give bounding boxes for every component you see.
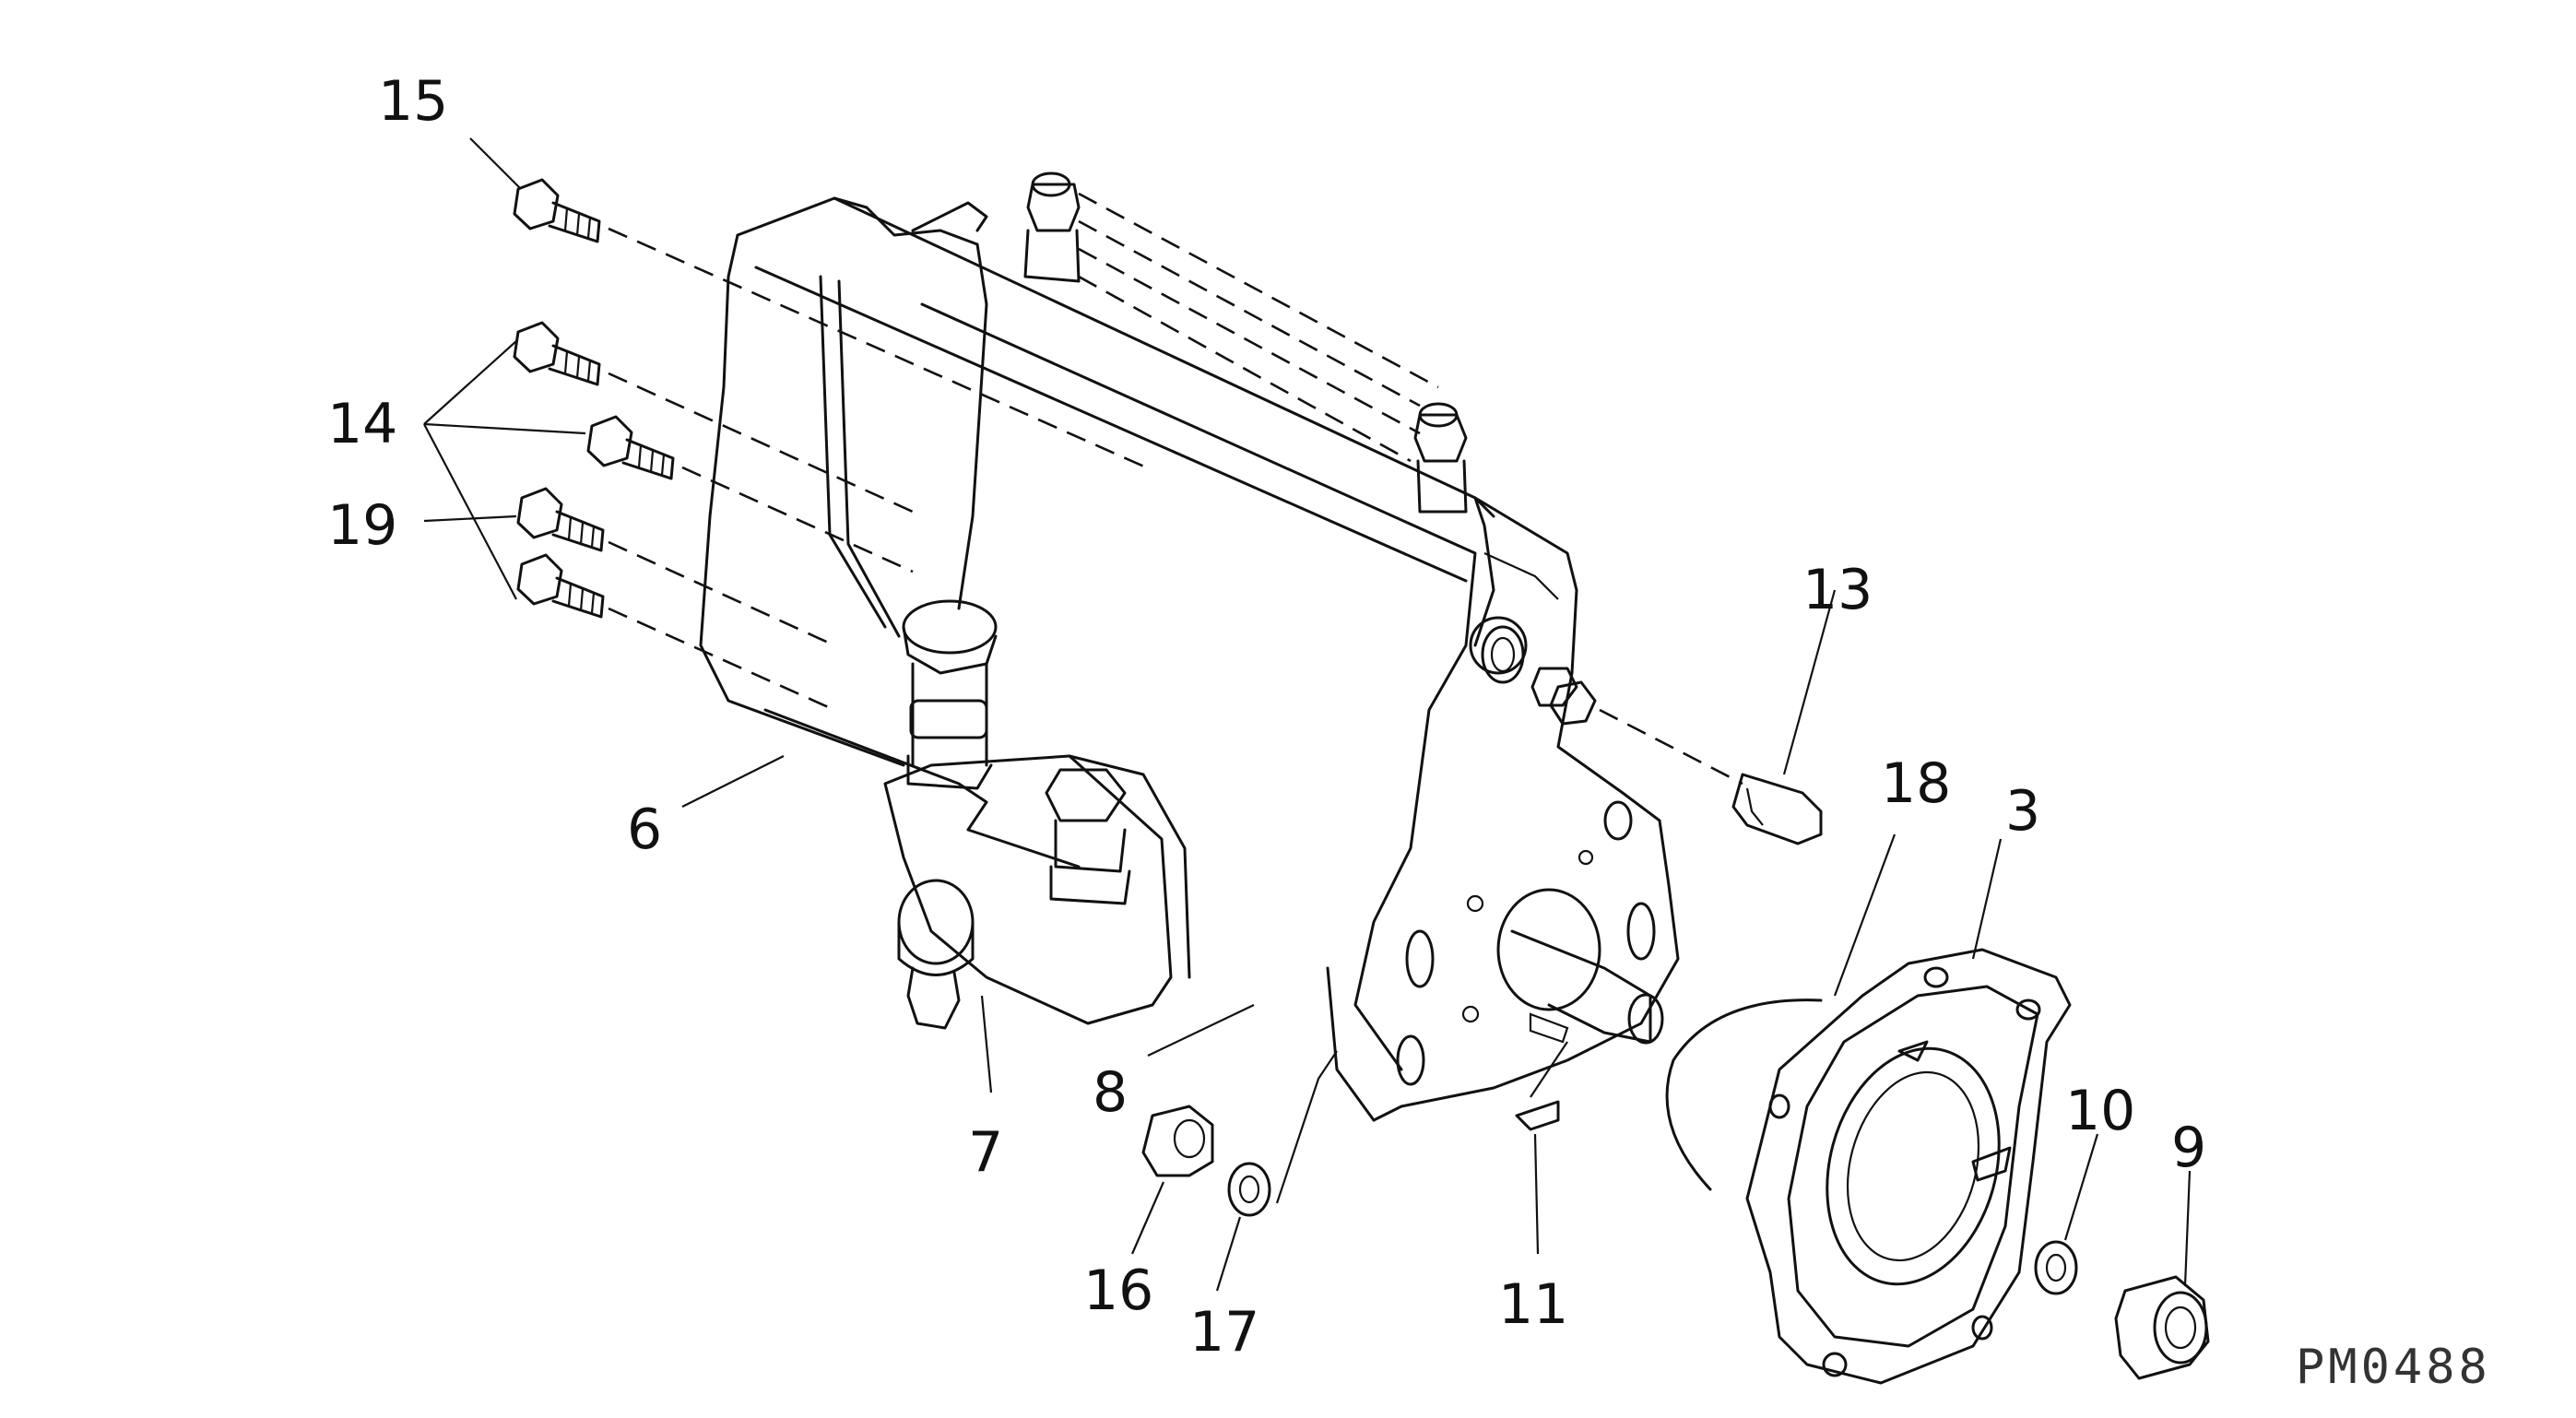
bolt-14-middle: [586, 415, 675, 480]
washer-10: [2034, 1133, 2099, 1295]
callout-16: 16: [1083, 1258, 1153, 1323]
nut-9: [2114, 1170, 2210, 1380]
callout-6: 6: [627, 798, 662, 862]
callout-8: 8: [1093, 1060, 1128, 1125]
callout-9: 9: [2171, 1116, 2206, 1180]
o-ring-18: [1665, 833, 1897, 1191]
callout-19: 19: [327, 493, 397, 558]
flange-3: [1745, 838, 2072, 1385]
bolt-19: [516, 487, 605, 552]
bolt-14-lower: [516, 553, 605, 619]
callout-10: 10: [2065, 1079, 2135, 1143]
bolt-14-upper: [513, 321, 601, 386]
injection-pump-body: [699, 171, 1680, 1122]
callout-labels: 15 14 19 6 7 8 16 17 11 13 18 3 10 9 PM0…: [327, 69, 2491, 1395]
callout-17: 17: [1189, 1300, 1259, 1365]
washer-17: [1215, 1050, 1338, 1292]
nut-16: [1130, 1105, 1214, 1255]
callout-3: 3: [2005, 779, 2040, 844]
callout-15: 15: [378, 69, 448, 134]
figure-code: PM0488: [2296, 1340, 2491, 1395]
leader-lines: [423, 137, 1255, 1093]
callout-18: 18: [1881, 751, 1951, 816]
callout-11: 11: [1498, 1272, 1568, 1337]
key-11: [1515, 1041, 1568, 1255]
plug-13: [1549, 589, 1837, 845]
callout-14: 14: [327, 392, 397, 456]
callout-13: 13: [1802, 558, 1873, 622]
bolt-15: [513, 178, 601, 243]
callout-7: 7: [968, 1120, 1003, 1185]
